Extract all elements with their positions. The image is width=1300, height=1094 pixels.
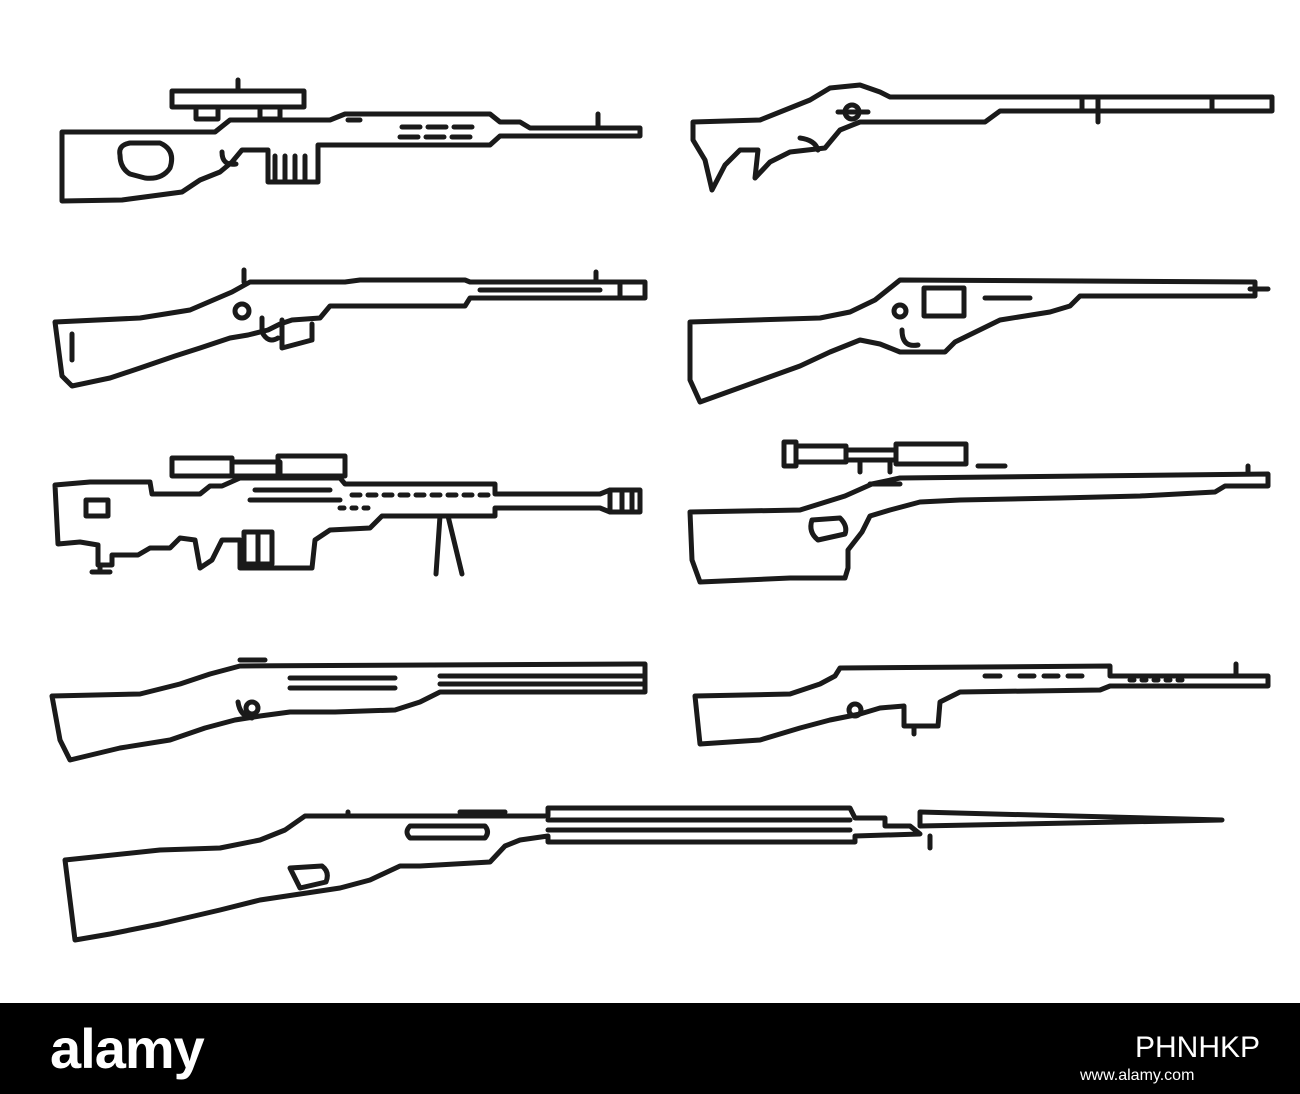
- revolver-rifle-icon: [687, 277, 1271, 405]
- footer-bar: alamy PHNHKP www.alamy.com: [0, 1003, 1300, 1094]
- hunting-rifle-scope-icon: [687, 439, 1271, 585]
- image-id: PHNHKP: [1135, 1031, 1261, 1064]
- bayonet-rifle-icon: [62, 805, 1225, 943]
- rifle-icons-illustration: [49, 77, 1275, 943]
- bolt-action-carbine-icon: [52, 267, 648, 389]
- pump-shotgun-icon: [49, 657, 648, 763]
- footer-url: www.alamy.com: [1080, 1067, 1195, 1084]
- semi-auto-rifle-icon: [692, 661, 1271, 747]
- heavy-sniper-rifle-bipod-icon: [52, 453, 643, 577]
- flintlock-musket-icon: [690, 82, 1275, 193]
- alamy-logo: alamy: [50, 1017, 205, 1080]
- sniper-rifle-scope-icon: [59, 77, 643, 204]
